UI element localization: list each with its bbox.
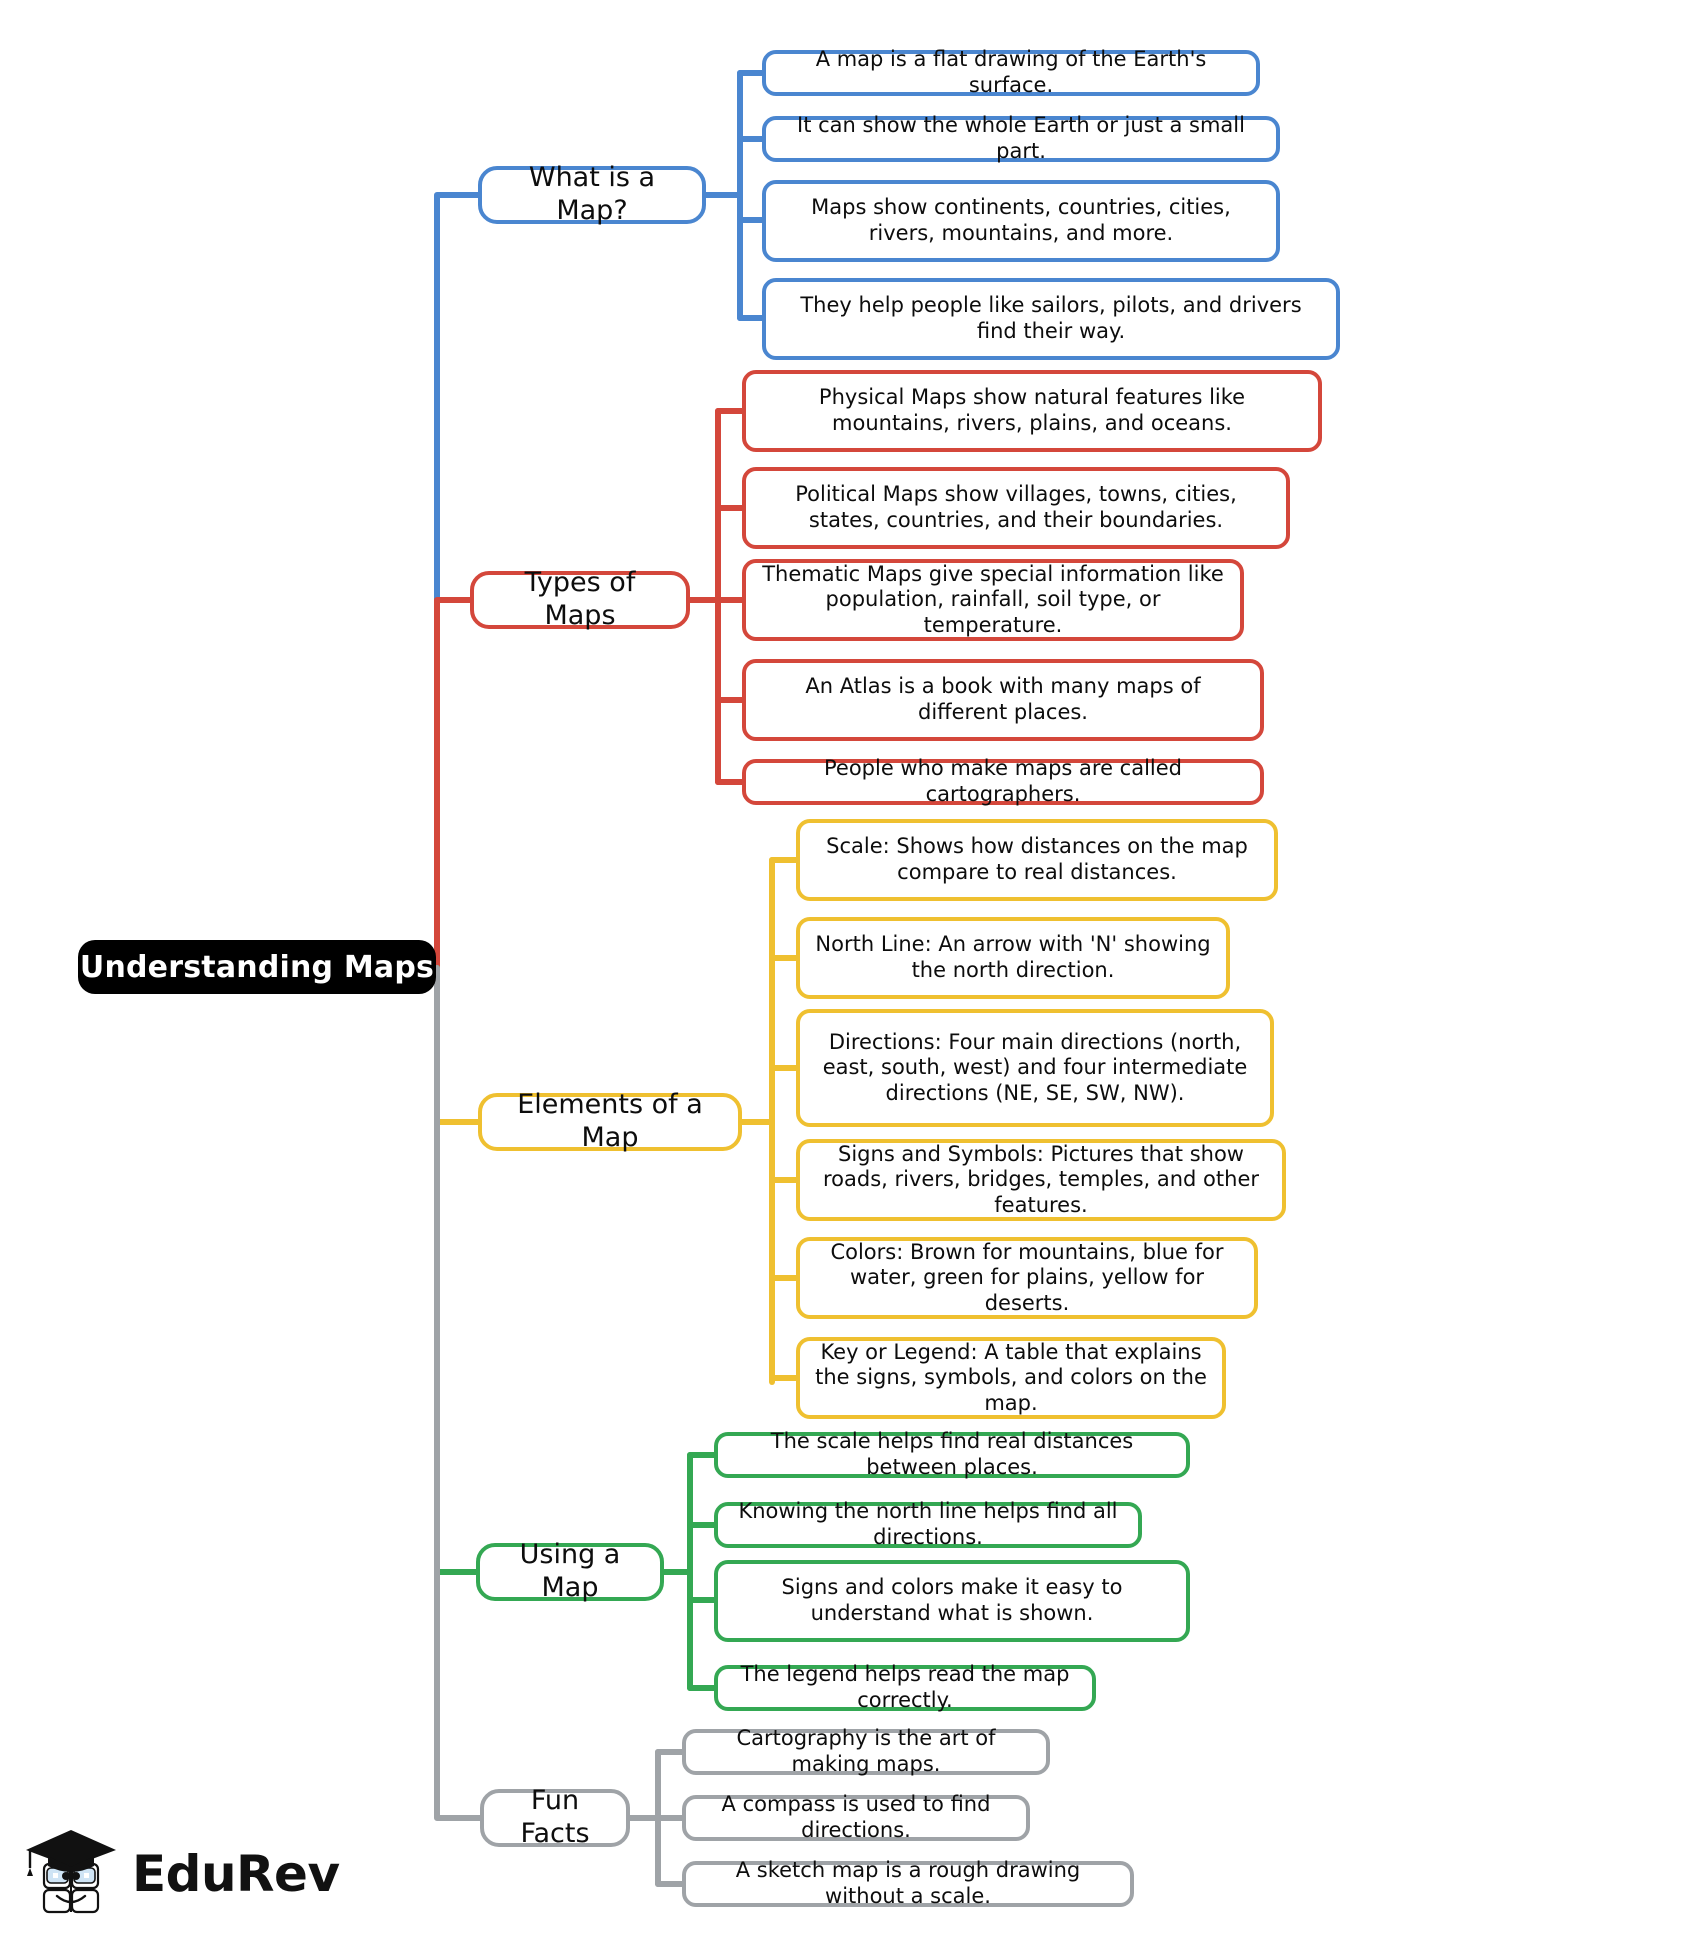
branch-node-elements-of-a-map[interactable]: Elements of a Map [478,1089,742,1153]
leaf-node[interactable]: Maps show continents, countries, cities,… [762,180,1280,262]
leaf-node[interactable]: They help people like sailors, pilots, a… [762,278,1340,360]
leaf-node[interactable]: A map is a flat drawing of the Earth's s… [762,47,1260,97]
leaf-node[interactable]: North Line: An arrow with 'N' showing th… [796,917,1230,999]
leaf-node[interactable]: Thematic Maps give special information l… [742,559,1244,641]
leaf-node[interactable]: Colors: Brown for mountains, blue for wa… [796,1237,1258,1319]
edurev-logo: EduRev [24,1818,340,1930]
branch-node-fun-facts[interactable]: Fun Facts [480,1785,630,1849]
leaf-node[interactable]: An Atlas is a book with many maps of dif… [742,659,1264,741]
leaf-node[interactable]: Directions: Four main directions (north,… [796,1009,1274,1127]
edurev-wordmark: EduRev [132,1845,340,1903]
leaf-node[interactable]: The legend helps read the map correctly. [714,1662,1096,1712]
leaf-node[interactable]: A compass is used to find directions. [682,1792,1030,1842]
leaf-node[interactable]: A sketch map is a rough drawing without … [682,1858,1134,1908]
leaf-node[interactable]: Signs and Symbols: Pictures that show ro… [796,1139,1286,1221]
branch-node-what-is-a-map[interactable]: What is a Map? [478,162,706,226]
root-node[interactable]: Understanding Maps [78,940,436,994]
leaf-node[interactable]: It can show the whole Earth or just a sm… [762,113,1280,163]
branch-node-types-of-maps[interactable]: Types of Maps [470,567,690,631]
leaf-node[interactable]: The scale helps find real distances betw… [714,1429,1190,1479]
leaf-node[interactable]: Political Maps show villages, towns, cit… [742,467,1290,549]
branch-node-using-a-map[interactable]: Using a Map [476,1539,664,1603]
leaf-node[interactable]: Physical Maps show natural features like… [742,370,1322,452]
leaf-node[interactable]: Cartography is the art of making maps. [682,1726,1050,1776]
leaf-node[interactable]: Key or Legend: A table that explains the… [796,1337,1226,1419]
graduation-cap-mascot-icon [24,1824,120,1924]
leaf-node[interactable]: People who make maps are called cartogra… [742,756,1264,806]
leaf-node[interactable]: Signs and colors make it easy to underst… [714,1560,1190,1642]
leaf-node[interactable]: Scale: Shows how distances on the map co… [796,819,1278,901]
leaf-node[interactable]: Knowing the north line helps find all di… [714,1499,1142,1549]
